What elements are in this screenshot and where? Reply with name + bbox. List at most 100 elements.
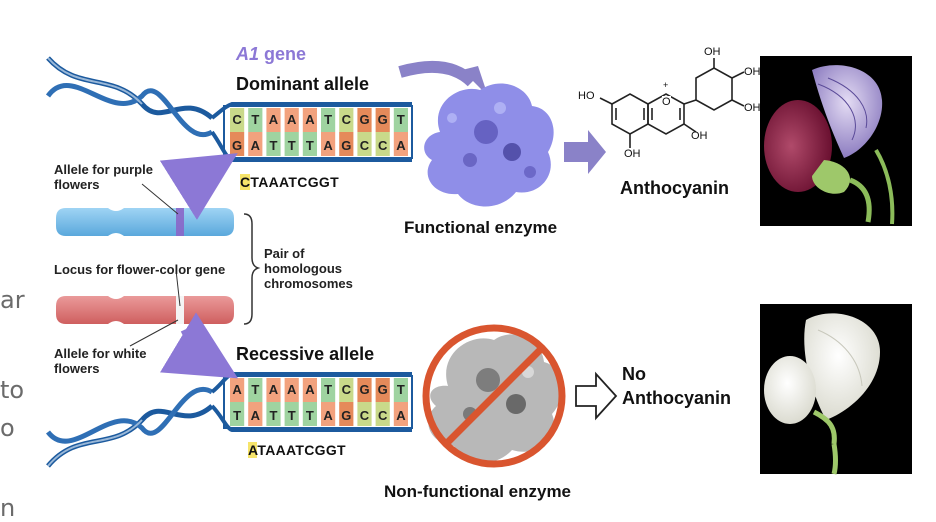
recessive-bottom-base [357,402,372,426]
recessive-top-base [339,378,354,402]
dominant-bottom-base [284,132,299,156]
recessive-bottom-letter: T [306,408,314,423]
label-pair-line1: Pair of [264,246,305,261]
atom-oh-top: OH [704,46,721,58]
dominant-bottom-base [357,132,372,156]
nonfunctional-enzyme-label: Non-functional enzyme [384,482,572,501]
label-homologous-pair: Pair of homologous chromosomes [264,246,353,291]
dominant-bottom-letter: G [232,138,242,153]
dominant-seq-first: C [240,174,251,190]
recessive-bottom-base [321,402,336,426]
recessive-top-base [284,378,299,402]
dna-frame-bottom [223,375,413,429]
dominant-top-letter: T [251,112,259,127]
recessive-bottom-base [230,402,245,426]
side-fragment-3: o [0,414,15,442]
recessive-top-base [321,378,336,402]
label-pair-line3: chromosomes [264,276,353,291]
recessive-top-letter: T [324,382,332,397]
atom-oh-bottom: OH [624,148,641,160]
recessive-top-letter: G [359,382,369,397]
recessive-bottom-base [339,402,354,426]
dominant-top-base [339,108,354,132]
recessive-bottom-base [375,402,390,426]
dominant-bottom-base [230,132,245,156]
functional-enzyme-label: Functional enzyme [404,218,558,237]
recessive-bottom-letter: A [323,408,333,423]
recessive-sequence: ATAAATCGGT [248,442,346,458]
recessive-seq-first: A [248,442,258,458]
dominant-bottom-base [393,132,408,156]
label-allele-white-line1: Allele for white [54,346,147,361]
label-pair-line2: homologous [264,261,342,276]
dominant-top-base [230,108,245,132]
label-allele-purple: Allele for purple flowers [54,162,153,192]
dominant-top-base [393,108,408,132]
atom-oh-right: OH [691,130,708,142]
dominant-bottom-base [321,132,336,156]
dominant-top-base [321,108,336,132]
label-allele-purple-line2: flowers [54,177,100,192]
dominant-bottom-letter: T [270,138,278,153]
label-allele-purple-line1: Allele for purple [54,162,153,177]
arrow-to-recessive [159,312,239,379]
dominant-top-base [375,108,390,132]
functional-enzyme-icon [424,83,554,207]
dominant-top-letter: A [305,112,315,127]
recessive-top-base [230,378,245,402]
dominant-top-base [357,108,372,132]
dominant-bottom-letter: C [378,138,388,153]
dominant-top-base [284,108,299,132]
recessive-top-letter: A [287,382,297,397]
recessive-top-letter: A [232,382,242,397]
dominant-top-letter: A [287,112,297,127]
no-anthocyanin-line1: No [622,364,646,384]
recessive-bottom-base [302,402,317,426]
dominant-top-letter: C [232,112,242,127]
white-flower-photo [760,304,912,475]
anthocyanin-structure [599,58,745,148]
dominant-bottom-letter: T [306,138,314,153]
dominant-bottom-base [375,132,390,156]
atom-charge: + [663,80,669,90]
gene-name: A1 [236,44,260,64]
dominant-top-letter: G [378,112,388,127]
dominant-bottom-base [266,132,281,156]
dominant-top-letter: G [359,112,369,127]
dominant-top-letter: C [342,112,352,127]
side-fragment-2: to [0,376,25,404]
dominant-top-letter: T [397,112,405,127]
dominant-sequence: CTAAATCGGT [240,174,339,190]
recessive-bottom-letter: T [233,408,241,423]
anthocyanin-label: Anthocyanin [620,178,730,198]
arrow-gene-to-enzyme [398,60,477,87]
recessive-bottom-letter: T [288,408,296,423]
recessive-bottom-letter: G [341,408,351,423]
label-locus: Locus for flower-color gene [54,262,226,277]
atom-oh-upper-right: OH [744,66,761,78]
dominant-bottom-base [302,132,317,156]
recessive-bottom-base [248,402,263,426]
atom-oh-lower-right: OH [744,102,761,114]
label-allele-white-line2: flowers [54,361,100,376]
arrow-to-dominant [159,153,238,220]
dominant-bottom-letter: T [288,138,296,153]
no-anthocyanin-line2: Anthocyanin [622,388,732,408]
recessive-top-base [266,378,281,402]
recessive-top-base [248,378,263,402]
recessive-allele-title: Recessive allele [236,344,375,364]
arrow-enzyme-to-anthocyanin [564,130,606,174]
dominant-top-letter: T [324,112,332,127]
label-allele-white: Allele for white flowers [54,346,146,376]
dominant-top-base [302,108,317,132]
purple-flower-photo [760,56,912,226]
recessive-bottom-letter: C [378,408,388,423]
dna-frame-top [223,105,413,159]
homologous-bracket [243,213,261,325]
dominant-top-base [248,108,263,132]
arrow-no-product [575,371,618,421]
recessive-bottom-base [266,402,281,426]
